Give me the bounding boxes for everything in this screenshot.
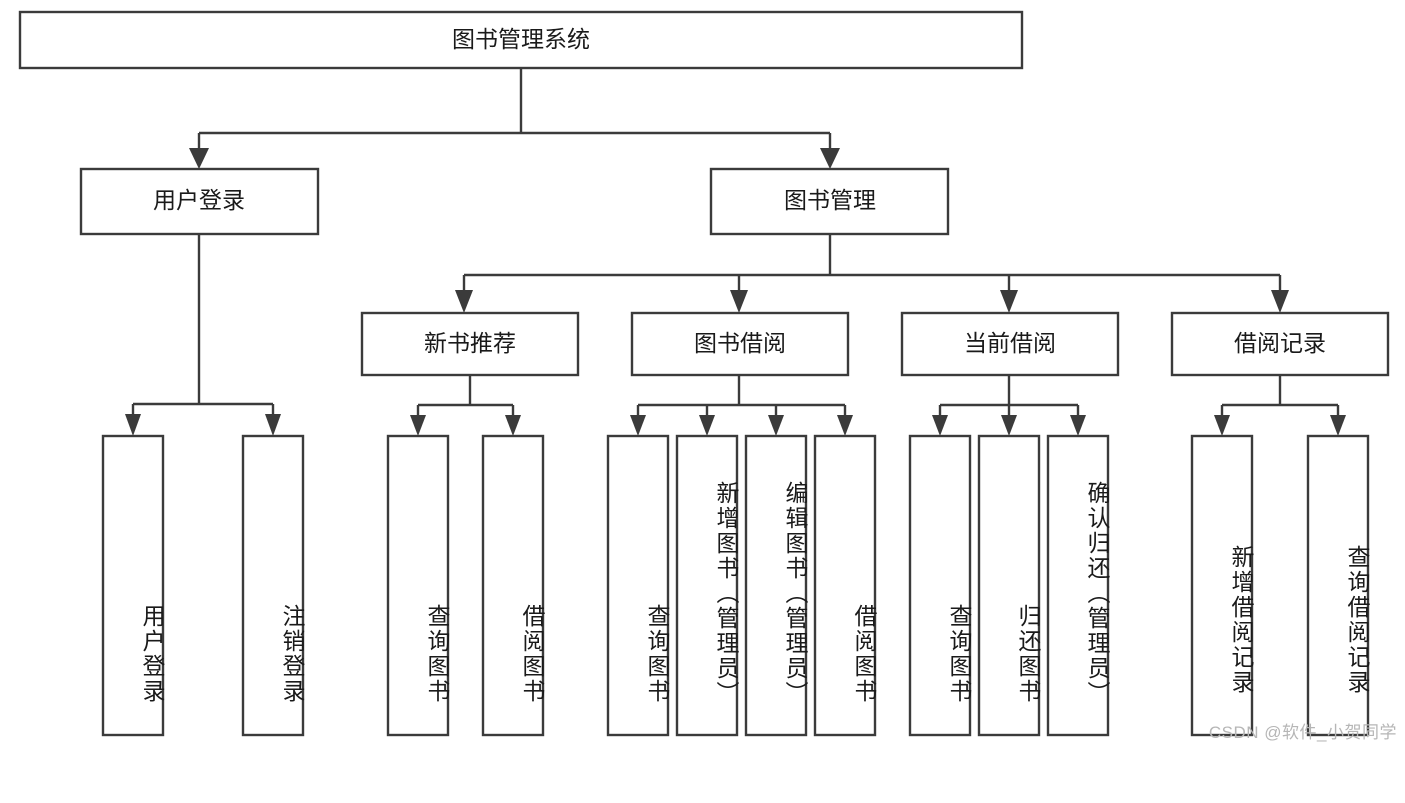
arrow-head-user-login: [189, 148, 209, 169]
arrow-head-leaf-query-book-3: [932, 415, 948, 436]
node-borrow-record-box[interactable]: [1170, 311, 1390, 377]
arrow-head-leaf-query-record: [1330, 415, 1346, 436]
node-new-book-rec[interactable]: 新书推荐: [360, 311, 580, 377]
node-current-borrow-label: 当前借阅: [964, 330, 1056, 356]
edges-new-book-rec-to-leaves: [410, 375, 521, 436]
edges-user-login-to-leaves: [125, 234, 281, 436]
node-user-login-box[interactable]: [79, 167, 320, 236]
leaf-confirm-return-box[interactable]: [1046, 434, 1110, 737]
arrow-head-leaf-user-login: [125, 414, 141, 436]
arrow-head-leaf-borrow-book-1: [505, 415, 521, 436]
node-root[interactable]: 图书管理系统: [18, 10, 1024, 70]
arrow-head-leaf-query-book-1: [410, 415, 426, 436]
leaf-add-record-box[interactable]: [1190, 434, 1254, 737]
edges-book-manage-to-level3: [455, 234, 1289, 313]
node-book-borrow[interactable]: 图书借阅: [630, 311, 850, 377]
arrow-head-leaf-query-book-2: [630, 415, 646, 436]
leaf-query-book-1-box[interactable]: [386, 434, 450, 737]
arrow-head-leaf-edit-book: [768, 415, 784, 436]
leaf-edit-book-box[interactable]: [744, 434, 808, 737]
arrow-head-leaf-borrow-book-2: [837, 415, 853, 436]
arrow-head-leaf-confirm-return: [1070, 415, 1086, 436]
node-user-login[interactable]: 用户登录: [79, 167, 320, 236]
node-borrow-record[interactable]: 借阅记录: [1170, 311, 1390, 377]
arrow-head-book-borrow: [730, 290, 748, 313]
node-new-book-rec-box[interactable]: [360, 311, 580, 377]
leaf-boxes: [101, 434, 1370, 737]
arrow-head-new-book-rec: [455, 290, 473, 313]
arrow-head-borrow-record: [1271, 290, 1289, 313]
arrow-head-leaf-user-logout: [265, 414, 281, 436]
leaf-user-login-box[interactable]: [101, 434, 165, 737]
node-user-login-label: 用户登录: [153, 187, 245, 213]
node-book-borrow-box[interactable]: [630, 311, 850, 377]
csdn-watermark: CSDN @软件_小贺同学: [1208, 723, 1397, 742]
arrow-head-current-borrow: [1000, 290, 1018, 313]
leaf-query-book-2-box[interactable]: [606, 434, 670, 737]
arrow-head-leaf-return-book: [1001, 415, 1017, 436]
edges-root-to-level2: [189, 68, 840, 169]
leaf-user-logout-box[interactable]: [241, 434, 305, 737]
tree-diagram-svg: 图书管理系统 用户登录 图书管理 新书推荐 图书借阅 当前借阅 借阅记录: [18, 10, 1390, 737]
node-current-borrow[interactable]: 当前借阅: [900, 311, 1120, 377]
arrow-head-book-manage: [820, 148, 840, 169]
leaf-borrow-book-2-box[interactable]: [813, 434, 877, 737]
node-borrow-record-label: 借阅记录: [1234, 330, 1326, 356]
node-book-manage[interactable]: 图书管理: [709, 167, 950, 236]
node-root-box[interactable]: [18, 10, 1024, 70]
arrow-head-leaf-add-record: [1214, 415, 1230, 436]
edges-book-borrow-to-leaves: [630, 375, 853, 436]
node-current-borrow-box[interactable]: [900, 311, 1120, 377]
node-root-label: 图书管理系统: [452, 26, 590, 52]
leaf-query-record-box[interactable]: [1306, 434, 1370, 737]
leaf-add-book-box[interactable]: [675, 434, 739, 737]
edges-current-borrow-to-leaves: [932, 375, 1086, 436]
node-book-manage-label: 图书管理: [784, 187, 876, 213]
leaf-borrow-book-1-box[interactable]: [481, 434, 545, 737]
leaf-query-book-3-box[interactable]: [908, 434, 972, 737]
edges-borrow-record-to-leaves: [1214, 375, 1346, 436]
node-new-book-rec-label: 新书推荐: [424, 330, 516, 356]
node-book-borrow-label: 图书借阅: [694, 330, 786, 356]
arrow-head-leaf-add-book: [699, 415, 715, 436]
node-book-manage-box[interactable]: [709, 167, 950, 236]
leaf-return-book-box[interactable]: [977, 434, 1041, 737]
diagram-canvas: 图书管理系统 用户登录 图书管理 新书推荐 图书借阅 当前借阅 借阅记录: [18, 10, 1397, 742]
